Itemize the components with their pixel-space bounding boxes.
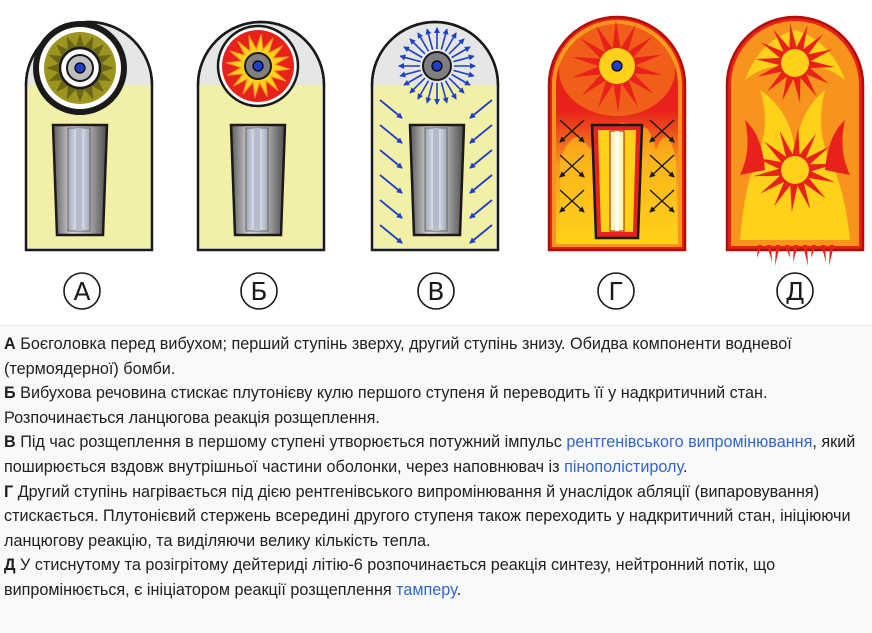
caption-text: . (682, 457, 688, 476)
caption-letter: Г (4, 482, 14, 501)
secondary-a (51, 123, 109, 237)
caption-text: Боєголовка перед вибухом; перший ступінь… (4, 335, 792, 378)
stage-label-a: А (63, 272, 101, 310)
panel-d (547, 15, 687, 252)
polystyrene-foam-link[interactable]: пінополістиролу (564, 457, 683, 476)
panel-b (196, 20, 326, 252)
caption-item-b: Б Вибухова речовина стискає плутонієву к… (4, 381, 868, 430)
fusion-spikes-e (757, 245, 834, 266)
caption-text: У стиснутому та розігрітому дейтериді лі… (4, 556, 776, 599)
caption-text: Під час розщеплення в першому ступені ут… (20, 433, 567, 452)
stage-letter-c: В (427, 277, 444, 306)
stage-letter-d: Г (608, 277, 623, 306)
caption-text: Другий ступінь нагрівається під дією рен… (4, 482, 851, 550)
panel-a (24, 20, 154, 252)
caption-item-d: Г Другий ступінь нагрівається під дією р… (4, 480, 868, 554)
ablation-arrows-d (559, 119, 675, 213)
stage-label-d: Г (597, 272, 635, 310)
caption-item-e: Д У стиснутому та розігрітому дейтериді … (4, 553, 868, 602)
xray-radiation-link[interactable]: рентгенівського випромінювання (566, 433, 813, 452)
diagram-canvas: А Б В Г Д (24, 15, 865, 310)
diagram-caption: А Боєголовка перед вибухом; перший ступі… (0, 325, 872, 633)
caption-text: Вибухова речовина стискає плутонієву кул… (4, 384, 768, 427)
caption-letter: Д (4, 556, 16, 575)
plutonium-core-a (74, 62, 86, 74)
caption-letter: В (4, 433, 16, 452)
xray-side-arrows-c (379, 99, 493, 244)
caption-text: , який поширюється вздовж внутрішньої ча… (4, 433, 856, 476)
stage-letter-b: Б (250, 277, 267, 306)
stage-label-e: Д (776, 272, 814, 310)
xray-burst-c (398, 27, 476, 105)
stage-letter-e: Д (785, 277, 805, 306)
tamper-link[interactable]: тамперу (396, 580, 457, 599)
caption-letter: Б (4, 384, 16, 403)
caption-text: . (456, 580, 462, 599)
bomb-stages-diagram: А Б В Г Д (24, 15, 865, 310)
stage-label-b: Б (240, 272, 278, 310)
panel-c (370, 20, 500, 252)
stage-label-c: В (417, 272, 455, 310)
panel-e (725, 15, 865, 266)
caption-item-c: В Під час розщеплення в першому ступені … (4, 430, 868, 479)
caption-letter: А (4, 335, 16, 353)
caption-item-a: А Боєголовка перед вибухом; перший ступі… (4, 332, 868, 381)
stage-letter-a: А (73, 277, 90, 306)
